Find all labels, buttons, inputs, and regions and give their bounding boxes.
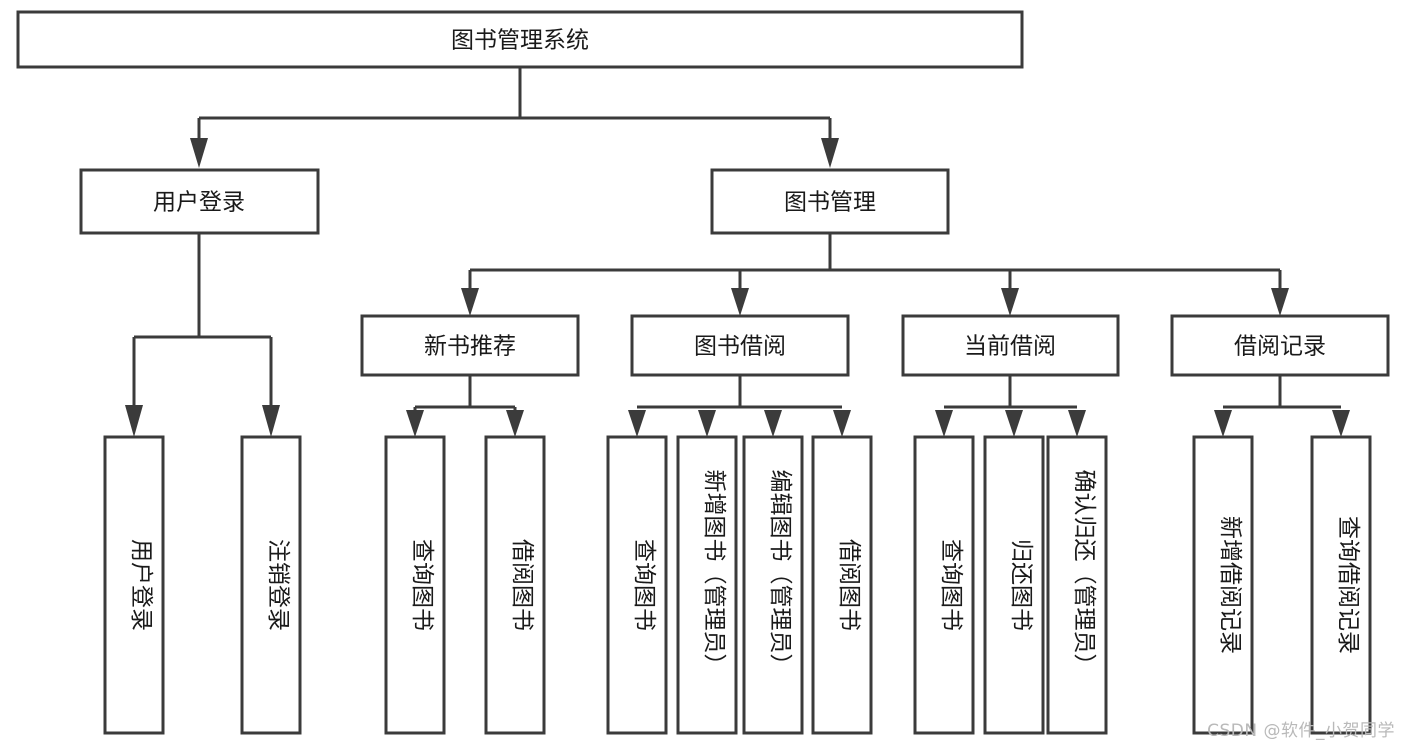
node-book-borrow-label: 图书借阅	[694, 334, 786, 360]
node-root-system[interactable]: 图书管理系统	[16, 10, 1024, 69]
leaf-label: 归还图书	[1008, 539, 1034, 631]
node-current-borrow-label: 当前借阅	[964, 334, 1056, 360]
node-borrow-record[interactable]: 借阅记录	[1170, 314, 1390, 377]
arrow-head-new-book	[461, 288, 479, 316]
arrow-head-bb-leaf-3	[764, 410, 782, 437]
arrow-head-book-borrow	[731, 288, 749, 316]
node-current-borrow[interactable]: 当前借阅	[901, 314, 1120, 377]
leaf-label: 查询借阅记录	[1335, 516, 1361, 654]
arrow-head-book-mgmt	[821, 138, 839, 168]
arrow-head-br-leaf-2	[1332, 410, 1350, 437]
arrow-head-cb-leaf-1	[935, 410, 953, 437]
arrow-head-br-leaf-1	[1214, 410, 1232, 437]
leaf-node[interactable]: 借阅图书	[811, 435, 873, 735]
leaf-label: 新增图书（管理员）	[701, 470, 727, 677]
connector-layer	[125, 67, 1350, 437]
leaf-label: 注销登录	[265, 539, 291, 631]
leaf-node[interactable]: 查询图书	[913, 435, 975, 735]
node-book-borrow[interactable]: 图书借阅	[630, 314, 850, 377]
node-new-book-recommend[interactable]: 新书推荐	[360, 314, 580, 377]
leaf-node[interactable]: 查询图书	[606, 435, 668, 735]
arrow-head-borrow-record	[1271, 288, 1289, 316]
leaf-node[interactable]: 用户登录	[103, 435, 165, 735]
arrow-head-nb-leaf-1	[406, 410, 424, 437]
leaf-label: 新增借阅记录	[1217, 516, 1243, 654]
arrow-head-cb-leaf-3	[1068, 410, 1086, 437]
node-borrow-record-label: 借阅记录	[1234, 334, 1326, 360]
arrow-head-bb-leaf-2	[698, 410, 716, 437]
watermark: CSDN @软件_小贺同学	[1207, 721, 1395, 741]
arrow-head-nb-leaf-2	[506, 410, 524, 437]
node-user-login[interactable]: 用户登录	[79, 168, 320, 235]
leaf-label: 编辑图书（管理员）	[767, 470, 793, 677]
node-user-login-label: 用户登录	[153, 190, 245, 216]
leaf-node[interactable]: 新增借阅记录	[1192, 435, 1254, 735]
node-new-book-recommend-label: 新书推荐	[424, 334, 516, 360]
leaf-node[interactable]: 借阅图书	[484, 435, 546, 735]
arrow-head-leaf-user-login	[125, 405, 143, 437]
leaf-label: 确认归还（管理员）	[1071, 470, 1097, 677]
arrow-head-current-borrow	[1001, 288, 1019, 316]
leaf-label: 查询图书	[631, 539, 657, 631]
leaf-node[interactable]: 归还图书	[983, 435, 1045, 735]
node-root-label: 图书管理系统	[451, 28, 589, 54]
arrow-head-cb-leaf-2	[1005, 410, 1023, 437]
leaf-label: 查询图书	[409, 539, 435, 631]
leaf-label: 借阅图书	[509, 539, 535, 631]
leaf-node[interactable]: 新增图书（管理员）	[676, 435, 738, 735]
leaf-label: 用户登录	[128, 539, 154, 631]
leaf-node[interactable]: 查询借阅记录	[1310, 435, 1372, 735]
arrow-head-bb-leaf-1	[628, 410, 646, 437]
node-book-management[interactable]: 图书管理	[710, 168, 950, 235]
arrow-head-user-login	[190, 138, 208, 168]
leaf-label: 借阅图书	[836, 539, 862, 631]
leaf-node[interactable]: 确认归还（管理员）	[1046, 435, 1108, 735]
leaf-node[interactable]: 注销登录	[240, 435, 302, 735]
node-book-management-label: 图书管理	[784, 190, 876, 216]
arrow-head-bb-leaf-4	[833, 410, 851, 437]
arrow-head-leaf-logout	[262, 405, 280, 437]
leaf-node[interactable]: 查询图书	[384, 435, 446, 735]
leaf-label: 查询图书	[938, 539, 964, 631]
leaf-node[interactable]: 编辑图书（管理员）	[742, 435, 804, 735]
